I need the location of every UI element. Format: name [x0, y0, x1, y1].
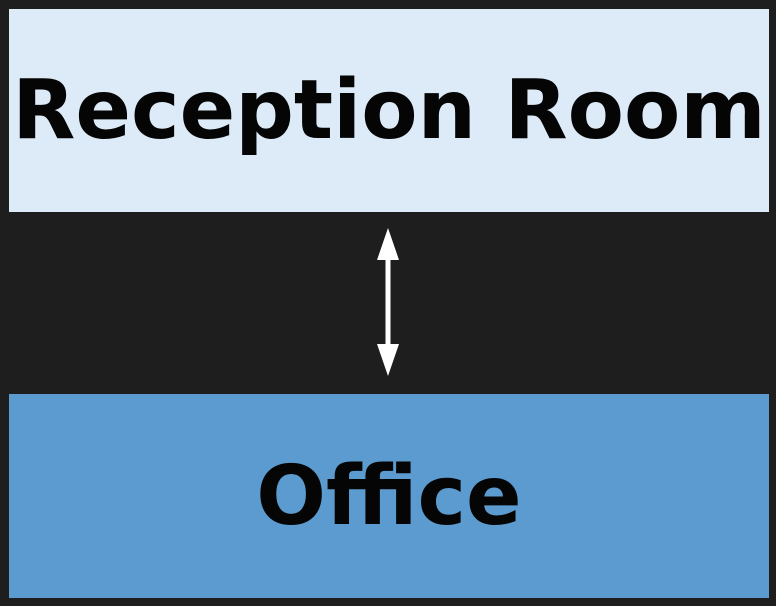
arrowhead-down-icon: [377, 344, 399, 376]
arrowhead-up-icon: [377, 228, 399, 260]
node-office-label: Office: [256, 448, 522, 544]
node-reception-room: Reception Room: [9, 9, 769, 212]
node-reception-room-label: Reception Room: [12, 63, 766, 158]
node-office: Office: [9, 394, 769, 598]
